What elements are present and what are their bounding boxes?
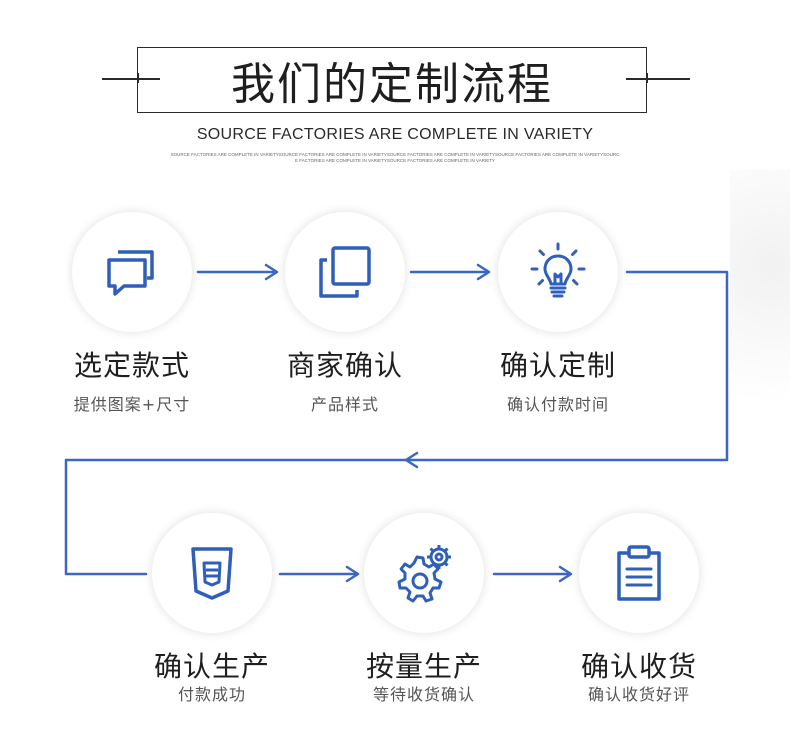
step-1-circle <box>72 212 192 332</box>
step-2-circle <box>285 212 405 332</box>
step-5-circle <box>364 513 484 633</box>
step-4-title: 确认生产 <box>153 650 270 683</box>
fine-print-line-1: SOURCE FACTORIES ARE COMPLETE IN VARIETY… <box>170 152 620 157</box>
step-3-circle <box>498 212 618 332</box>
arrow-step4-to-step5 <box>278 565 360 583</box>
step-3-title: 确认定制 <box>499 349 616 382</box>
arrow-step2-to-step3 <box>409 263 491 281</box>
gears-icon <box>397 545 451 603</box>
clipboard-icon <box>617 545 661 601</box>
chat-bubbles-icon <box>107 250 154 296</box>
fine-print-line-2: E FACTORIES ARE COMPLETE IN VARIETYSOURC… <box>295 158 495 163</box>
page-subtitle: SOURCE FACTORIES ARE COMPLETE IN VARIETY <box>196 126 594 143</box>
copy-squares-icon <box>319 246 371 298</box>
step-5-title: 按量生产 <box>365 650 482 683</box>
step-2-title: 商家确认 <box>286 349 403 382</box>
light-bulb-icon <box>530 242 586 298</box>
background-decoration <box>730 170 790 490</box>
step-2-subtitle: 产品样式 <box>310 395 379 414</box>
step-1-subtitle: 提供图案+尺寸 <box>73 395 191 414</box>
arrow-step1-to-step2 <box>196 263 279 281</box>
title-left-tick <box>137 73 139 83</box>
step-6-title: 确认收货 <box>580 650 697 683</box>
step-6-circle <box>579 513 699 633</box>
title-right-tick <box>646 73 648 83</box>
title-left-rule <box>102 78 160 80</box>
arrow-step5-to-step6 <box>492 565 573 583</box>
loop-connector <box>64 270 729 576</box>
shield-badge-icon <box>191 547 233 600</box>
step-3-subtitle: 确认付款时间 <box>506 395 609 414</box>
page-title: 我们的定制流程 <box>231 59 553 110</box>
step-5-subtitle: 等待收货确认 <box>372 685 475 704</box>
step-4-subtitle: 付款成功 <box>177 685 246 704</box>
step-1-title: 选定款式 <box>73 349 190 382</box>
title-right-rule <box>626 78 690 80</box>
step-4-circle <box>152 513 272 633</box>
step-6-subtitle: 确认收货好评 <box>587 685 690 704</box>
loop-arrowhead <box>404 451 419 469</box>
